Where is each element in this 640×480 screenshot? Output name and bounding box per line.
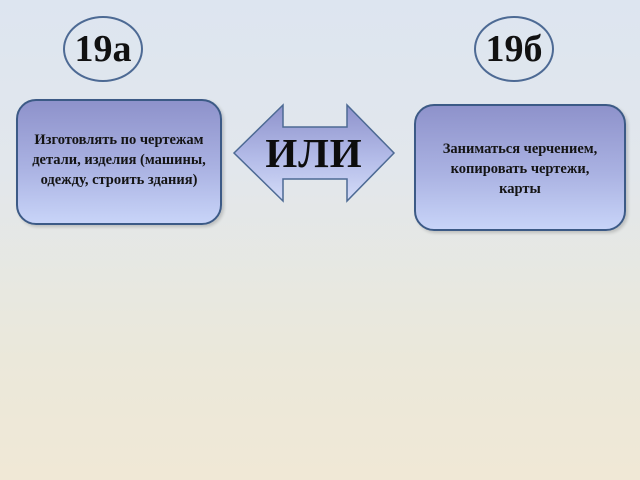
option-a-text: Изготовлять по чертежам детали, изделия … xyxy=(32,132,206,188)
or-label: ИЛИ xyxy=(230,127,398,179)
option-b-label: 19б xyxy=(474,16,554,82)
option-a-box: Изготовлять по чертежам детали, изделия … xyxy=(16,99,222,225)
option-b-text: Заниматься черчением, копировать чертежи… xyxy=(442,140,598,197)
option-a-label-text: 19а xyxy=(74,28,132,70)
double-arrow-shape xyxy=(232,103,396,203)
option-b-label-text: 19б xyxy=(485,28,543,70)
option-a-label: 19а xyxy=(63,16,143,82)
option-b-box: Заниматься черчением, копировать чертежи… xyxy=(414,104,626,231)
double-arrow-icon xyxy=(232,103,396,203)
or-label-text: ИЛИ xyxy=(265,130,363,176)
